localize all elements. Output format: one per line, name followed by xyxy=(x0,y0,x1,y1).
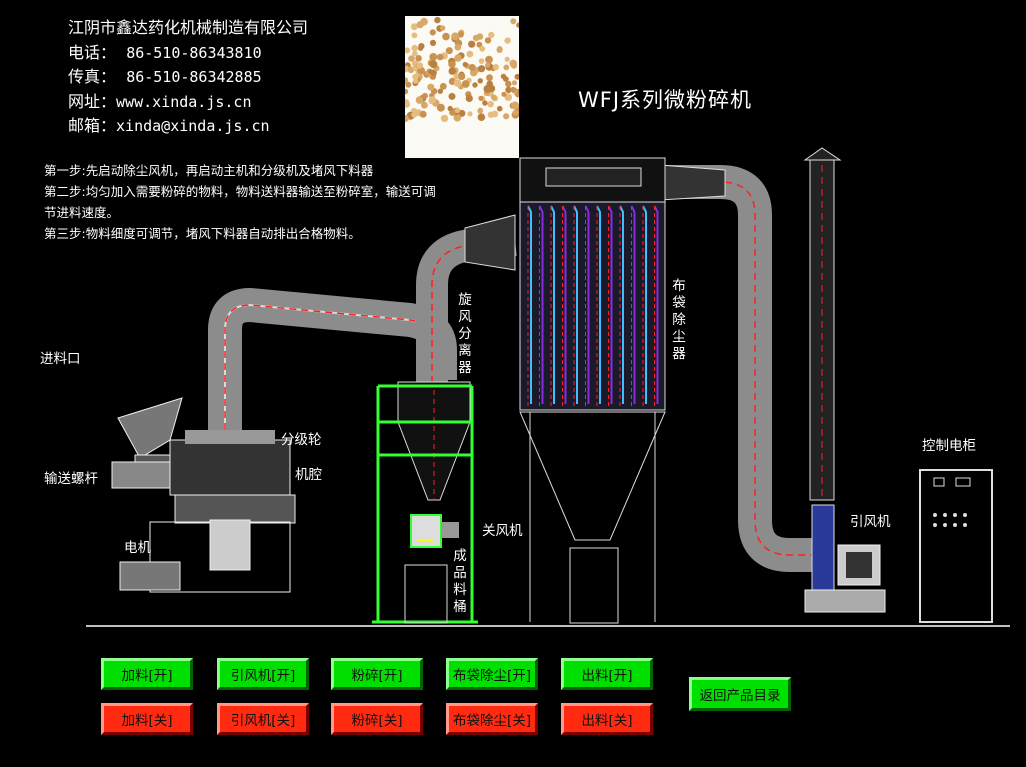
label-cyclone: 旋风分离器 xyxy=(458,292,472,376)
duct-cyclone-to-filter xyxy=(416,214,517,395)
airlock-valve xyxy=(410,514,459,548)
product-bin xyxy=(404,564,448,624)
fan-on-button[interactable]: 引风机[开] xyxy=(217,658,309,690)
company-info: 江阴市鑫达药化机械制造有限公司 电话： 86-510-86343810 传真： … xyxy=(68,16,308,139)
feed-off-button[interactable]: 加料[关] xyxy=(101,703,193,735)
label-fan: 引风机 xyxy=(850,514,891,530)
discharge-off-button[interactable]: 出料[关] xyxy=(561,703,653,735)
label-feed-inlet: 进料口 xyxy=(40,351,81,367)
control-cabinet xyxy=(919,469,993,623)
label-control-cabinet: 控制电柜 xyxy=(922,438,976,454)
label-product-bin: 成品料桶 xyxy=(453,548,467,615)
back-to-catalog-button[interactable]: 返回产品目录 xyxy=(689,677,791,711)
product-photo xyxy=(401,16,523,158)
filter-off-button[interactable]: 布袋除尘[关] xyxy=(446,703,538,735)
step-1: 第一步:先启动除尘风机，再启动主机和分级机及堵风下料器 xyxy=(44,163,374,178)
cyclone-frame xyxy=(372,384,478,624)
induced-fan xyxy=(804,544,886,613)
filter-on-button[interactable]: 布袋除尘[开] xyxy=(446,658,538,690)
mill-on-button[interactable]: 粉碎[开] xyxy=(331,658,423,690)
company-name: 江阴市鑫达药化机械制造有限公司 xyxy=(68,18,309,37)
mill-assembly xyxy=(111,397,296,593)
discharge-on-button[interactable]: 出料[开] xyxy=(561,658,653,690)
company-email: 邮箱：xinda@xinda.js.cn xyxy=(68,116,270,135)
label-chamber: 机腔 xyxy=(295,467,322,483)
page-title: WFJ系列微粉碎机 xyxy=(578,88,753,112)
step-2: 第二步:均匀加入需要粉碎的物料，物料送料器输送至粉碎室，输送可调节进料速度。 xyxy=(44,184,436,220)
feed-on-button[interactable]: 加料[开] xyxy=(101,658,193,690)
exhaust-stack xyxy=(803,147,842,601)
company-web: 网址：www.xinda.js.cn xyxy=(68,91,252,111)
company-fax: 传真： 86-510-86342885 xyxy=(68,67,262,86)
company-phone: 电话： 86-510-86343810 xyxy=(68,42,262,62)
label-classifier-wheel: 分级轮 xyxy=(281,432,322,448)
cyclone-separator xyxy=(397,381,471,501)
fan-off-button[interactable]: 引风机[关] xyxy=(217,703,309,735)
label-bag-filter: 布袋除尘器 xyxy=(672,278,686,362)
label-motor: 电机 xyxy=(124,540,151,556)
bag-filter xyxy=(519,157,666,624)
step-3: 第三步:物料细度可调节，堵风下料器自动排出合格物料。 xyxy=(44,226,361,241)
mill-off-button[interactable]: 粉碎[关] xyxy=(331,703,423,735)
operation-steps: 第一步:先启动除尘风机，再启动主机和分级机及堵风下料器 第二步:均匀加入需要粉碎… xyxy=(44,160,444,244)
label-screw: 输送螺杆 xyxy=(44,471,98,487)
grain-photo-icon xyxy=(401,16,523,123)
label-airlock: 关风机 xyxy=(482,523,523,539)
